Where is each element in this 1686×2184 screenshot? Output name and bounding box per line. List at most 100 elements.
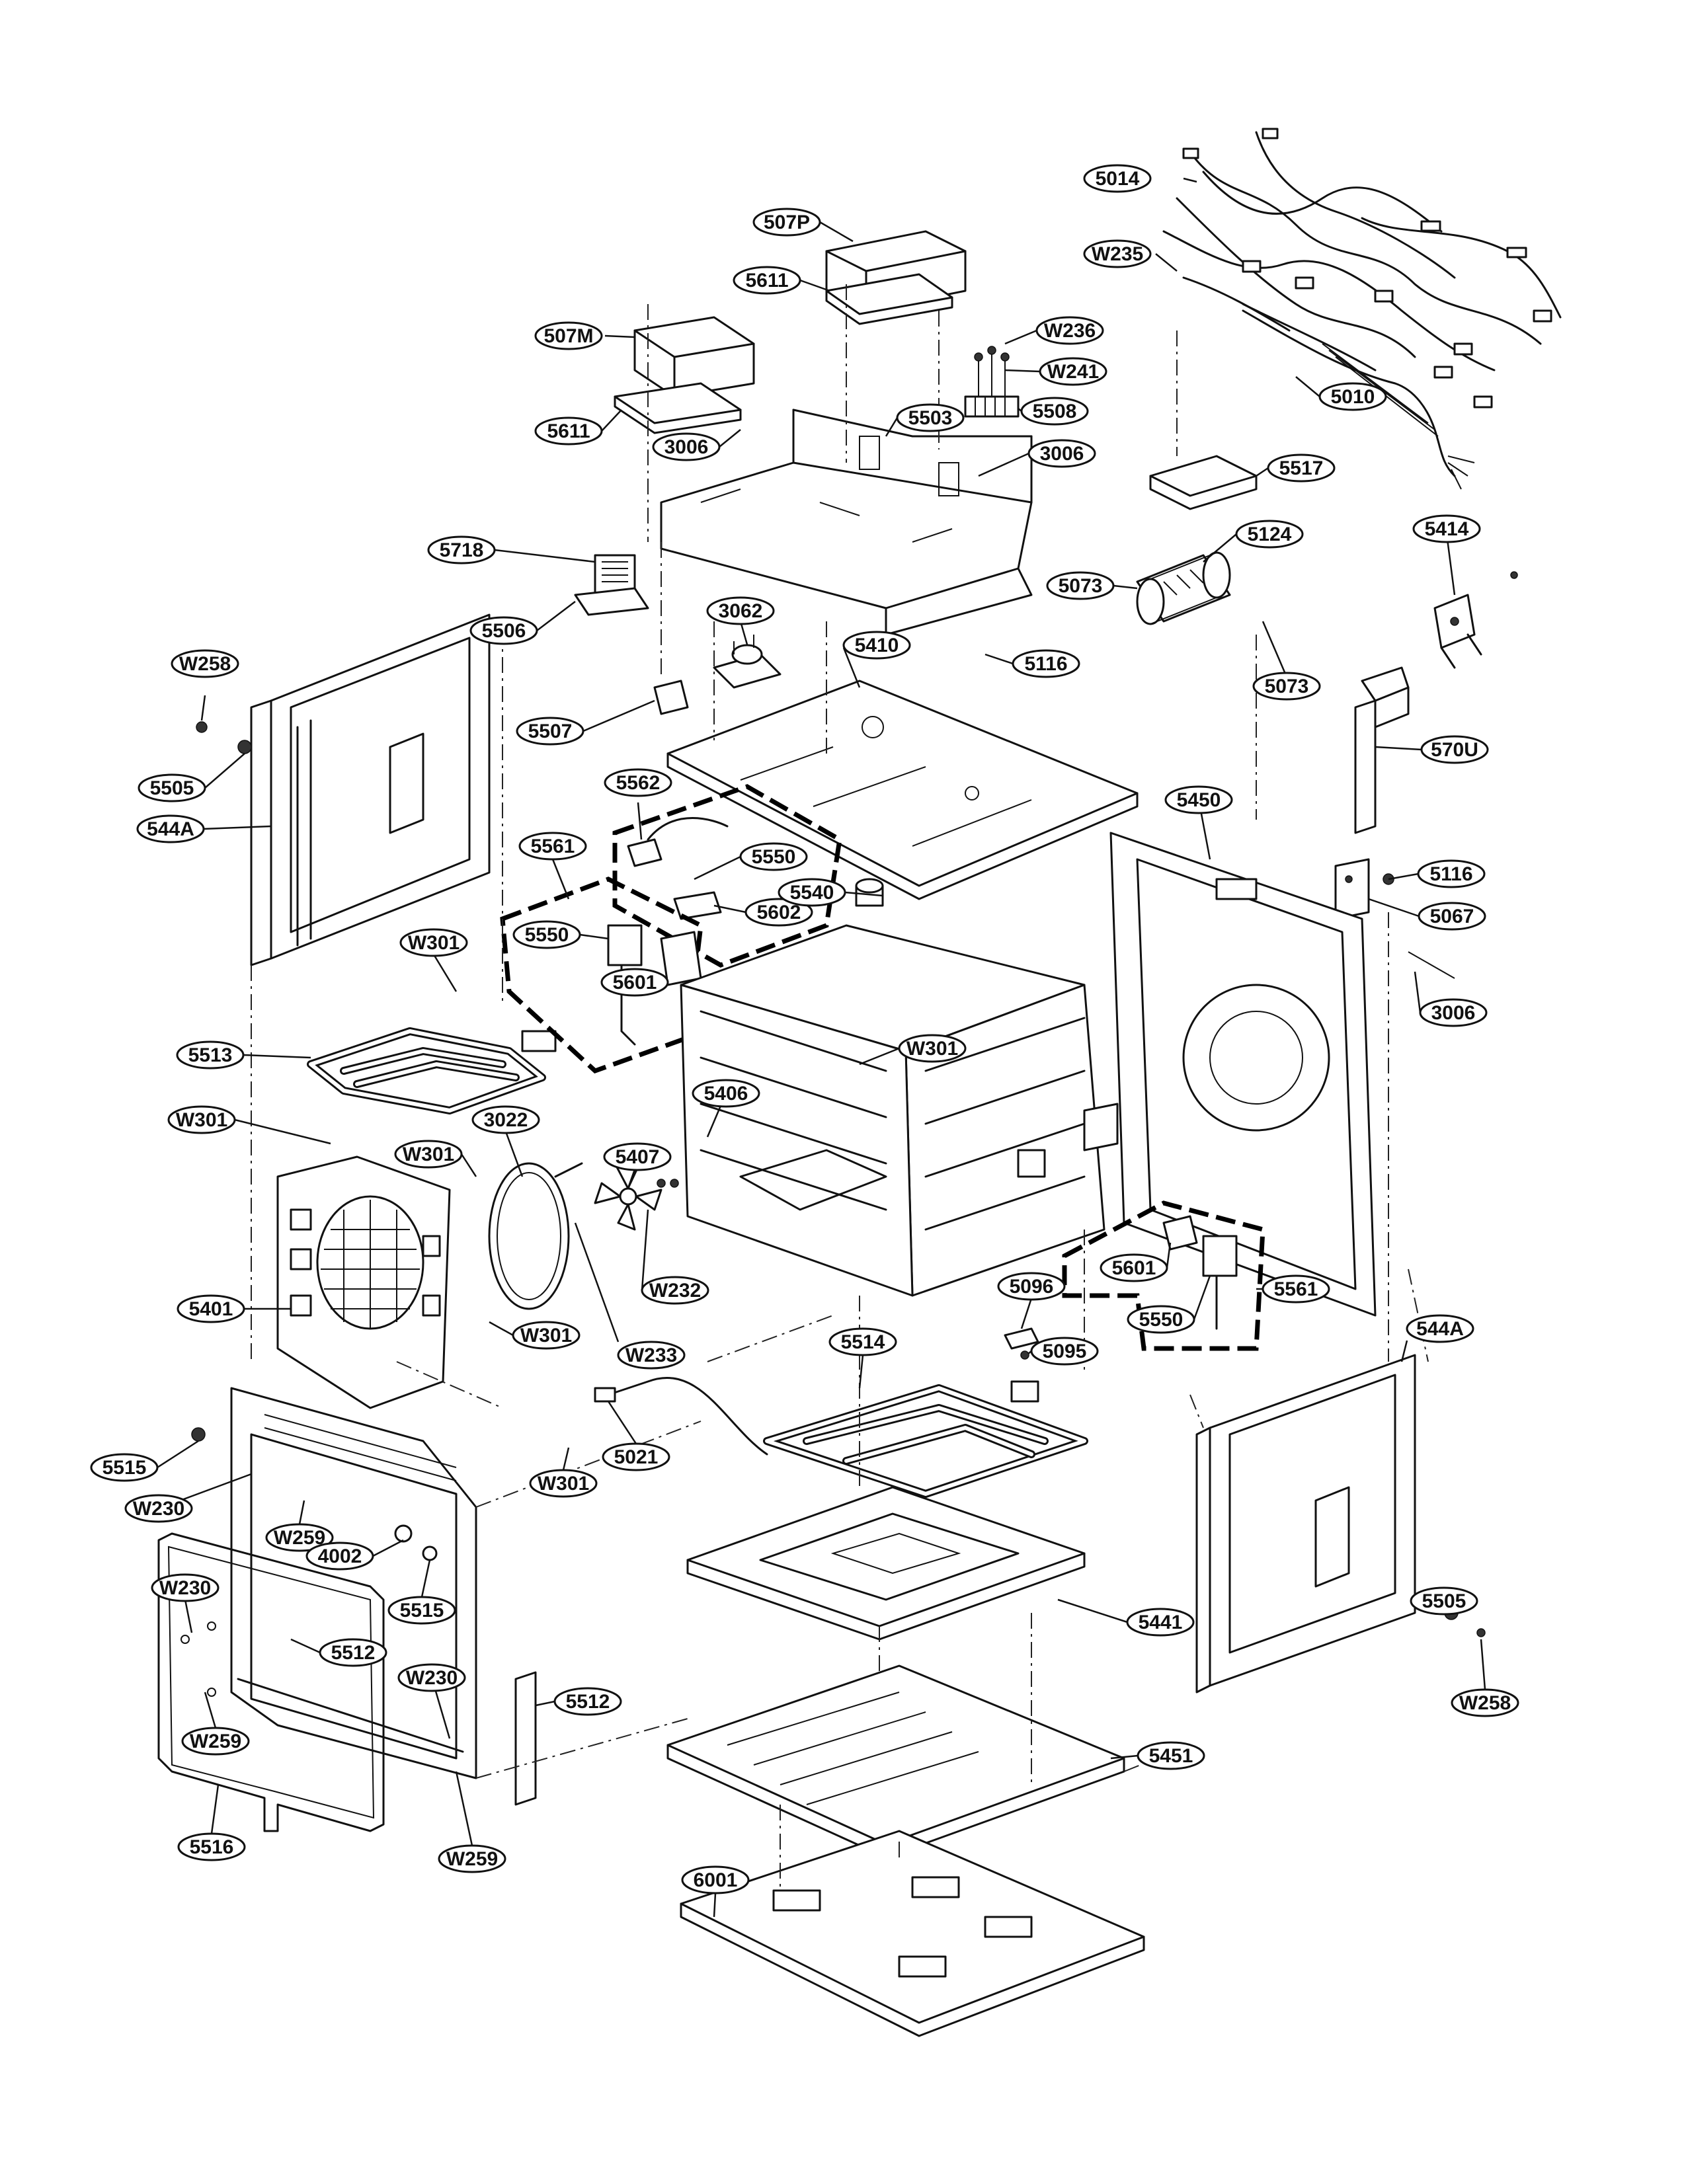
callout-bubble <box>997 1272 1066 1301</box>
callout-bubble <box>752 208 821 237</box>
part-5067-bracket <box>1334 858 1394 920</box>
callout-bubble <box>1100 1253 1168 1282</box>
part-5611-bracket-lower <box>614 382 742 434</box>
callout-5512: 5512 <box>553 1687 622 1716</box>
callout-label: 5406 <box>704 1083 748 1105</box>
callout-bubble <box>1451 1688 1519 1717</box>
callout-3006: 3006 <box>1027 439 1096 468</box>
part-5514-bake-element <box>763 1380 1088 1498</box>
callout-5506: 5506 <box>469 616 538 645</box>
callout-label: 5124 <box>1248 524 1292 545</box>
callout-bubble <box>778 878 846 907</box>
callout-bubble <box>427 535 496 565</box>
callout-5124: 5124 <box>1235 520 1304 549</box>
callout-bubble <box>1406 1314 1474 1343</box>
callout-label: 4002 <box>318 1545 362 1567</box>
part-5021-oven-sensor <box>594 1377 768 1456</box>
callout-6001: 6001 <box>681 1865 750 1894</box>
callout-bubble <box>516 717 584 746</box>
part-5513-broil-element <box>307 1027 557 1114</box>
callout-bubble <box>1164 785 1233 814</box>
callout-label: 5410 <box>855 635 899 656</box>
callout-bubble <box>692 1079 760 1108</box>
callout-bubble <box>1027 439 1096 468</box>
callout-5508: 5508 <box>1020 397 1089 426</box>
part-544a-side-panel-right <box>1195 1354 1486 1694</box>
callout-bubble <box>1252 672 1321 701</box>
part-5410-top-panel <box>666 680 1139 900</box>
callout-bubble <box>739 842 808 871</box>
callout-label: 5561 <box>531 836 575 857</box>
callout-label: W301 <box>403 1144 454 1165</box>
callout-label: 5561 <box>1274 1278 1318 1300</box>
callout-570u: 570U <box>1420 735 1489 764</box>
callout-bubble <box>617 1341 686 1370</box>
callout-bubble <box>600 968 669 997</box>
callout-w301: W301 <box>529 1469 598 1498</box>
callout-label: 3006 <box>1040 443 1084 465</box>
callout-label: 5540 <box>790 882 834 904</box>
callout-w301: W301 <box>394 1140 463 1169</box>
callout-5515: 5515 <box>387 1596 456 1625</box>
callout-5602: 5602 <box>744 898 813 927</box>
callout-label: 5505 <box>150 777 194 799</box>
callout-label: 5718 <box>440 539 484 561</box>
callout-bubble <box>602 1442 670 1471</box>
callout-bubble <box>138 773 206 802</box>
callout-5540: 5540 <box>778 878 846 907</box>
callout-5505: 5505 <box>1410 1586 1478 1616</box>
callout-bubble <box>1039 357 1107 386</box>
callout-label: 544A <box>147 818 194 840</box>
callout-5517: 5517 <box>1267 453 1336 483</box>
callout-w258: W258 <box>171 649 239 678</box>
callout-label: 5512 <box>566 1691 610 1713</box>
callout-label: 5067 <box>1430 906 1474 927</box>
callout-5515: 5515 <box>90 1453 159 1482</box>
part-3022-convection-element <box>488 1162 583 1310</box>
callout-5718: 5718 <box>427 535 496 565</box>
callout-label: 5507 <box>528 721 573 742</box>
callout-bubble <box>1137 1741 1205 1770</box>
callout-bubble <box>1418 902 1486 931</box>
callout-5561: 5561 <box>1262 1274 1330 1304</box>
part-5718-transformer <box>574 554 649 616</box>
callout-label: 3006 <box>1431 1002 1476 1024</box>
callout-label: 5611 <box>745 270 788 292</box>
callout-bubble <box>319 1638 387 1667</box>
callout-507p: 507P <box>752 208 821 237</box>
callout-label: W241 <box>1047 361 1099 383</box>
callout-label: W230 <box>133 1498 184 1520</box>
callout-label: 544A <box>1416 1318 1464 1340</box>
callout-label: 5441 <box>1139 1612 1183 1633</box>
callout-bubble <box>1012 649 1080 678</box>
callout-3062: 3062 <box>706 596 775 625</box>
callout-label: 5414 <box>1425 518 1469 540</box>
callout-label: 6001 <box>694 1869 738 1891</box>
callout-bubble <box>90 1453 159 1482</box>
callout-5516: 5516 <box>177 1832 246 1861</box>
callout-label: 3006 <box>664 436 709 458</box>
part-5562-sensor <box>612 784 842 968</box>
callout-label: 3062 <box>719 600 763 622</box>
callout-w301: W301 <box>399 928 468 957</box>
callout-5073: 5073 <box>1252 672 1321 701</box>
callout-5096: 5096 <box>997 1272 1066 1301</box>
callout-w259: W259 <box>265 1523 334 1552</box>
callout-bubble <box>1262 1274 1330 1304</box>
part-5414-latch <box>1433 571 1518 669</box>
callout-5561: 5561 <box>518 832 587 861</box>
callout-5441: 5441 <box>1126 1608 1195 1637</box>
part-570u-vent-duct <box>1354 666 1410 834</box>
callout-label: 5095 <box>1043 1341 1087 1362</box>
callout-label: 5073 <box>1265 676 1309 697</box>
callout-5513: 5513 <box>176 1040 245 1070</box>
callout-5611: 5611 <box>534 416 603 446</box>
callout-bubble <box>604 768 672 797</box>
callout-bubble <box>177 1294 245 1323</box>
callout-bubble <box>733 266 801 295</box>
callout-bubble <box>512 1321 581 1350</box>
callout-5503: 5503 <box>896 403 965 432</box>
callout-5116: 5116 <box>1012 649 1080 678</box>
callout-label: 5601 <box>1112 1257 1156 1279</box>
